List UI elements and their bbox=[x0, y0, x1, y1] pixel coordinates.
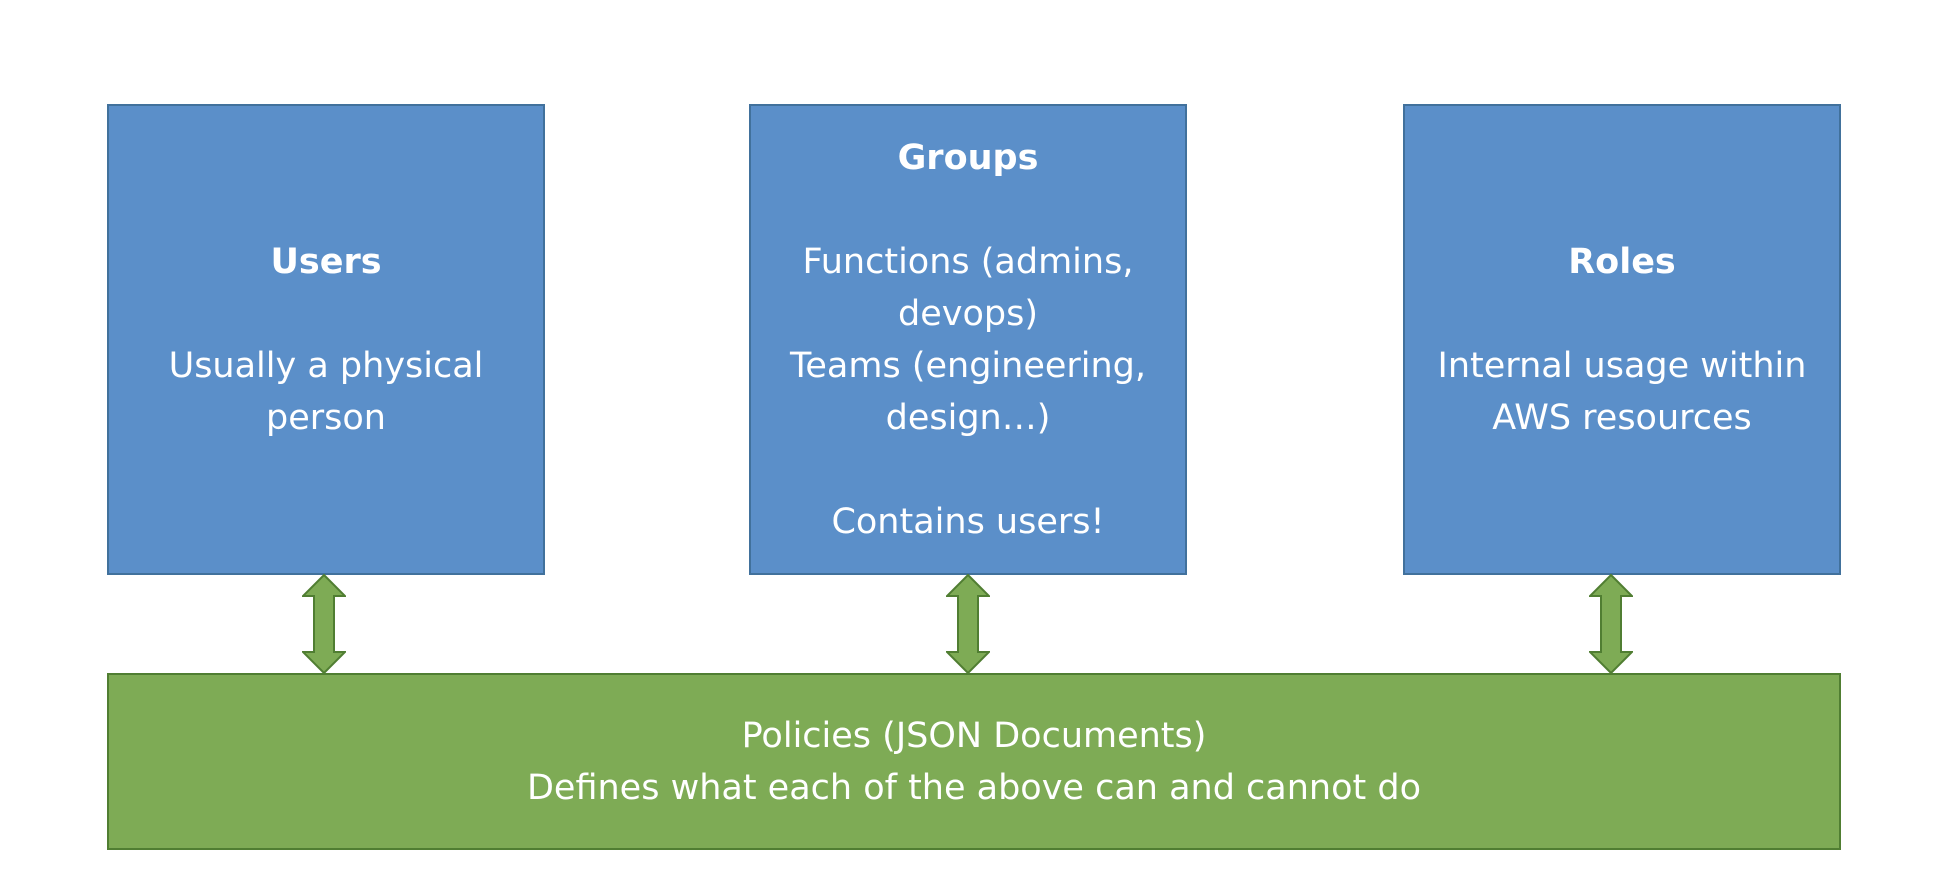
users-desc-line-2: person bbox=[266, 397, 386, 438]
groups-desc-line-1: Functions (admins, bbox=[802, 241, 1134, 282]
groups-desc-line-2: devops) bbox=[898, 293, 1038, 334]
groups-note: Contains users! bbox=[831, 501, 1105, 542]
policies-box: Policies (JSON Documents) Defines what e… bbox=[107, 673, 1841, 850]
policies-title: Policies (JSON Documents) bbox=[741, 715, 1207, 756]
users-desc-line-1: Usually a physical bbox=[168, 345, 484, 386]
groups-box: Groups Functions (admins, devops) Teams … bbox=[749, 104, 1187, 575]
roles-desc-line-1: Internal usage within bbox=[1437, 345, 1807, 386]
roles-title: Roles bbox=[1568, 241, 1676, 282]
groups-policies-double-arrow-icon bbox=[946, 574, 990, 674]
roles-box: Roles Internal usage within AWS resource… bbox=[1403, 104, 1841, 575]
users-title: Users bbox=[270, 241, 382, 282]
roles-policies-double-arrow-icon bbox=[1589, 574, 1633, 674]
users-box: Users Usually a physical person bbox=[107, 104, 545, 575]
groups-title: Groups bbox=[897, 137, 1039, 178]
users-policies-double-arrow-icon bbox=[302, 574, 346, 674]
groups-desc-line-4: design…) bbox=[885, 397, 1051, 438]
roles-desc-line-2: AWS resources bbox=[1492, 397, 1752, 438]
policies-description: Defines what each of the above can and c… bbox=[526, 767, 1422, 808]
groups-desc-line-3: Teams (engineering, bbox=[789, 345, 1147, 386]
